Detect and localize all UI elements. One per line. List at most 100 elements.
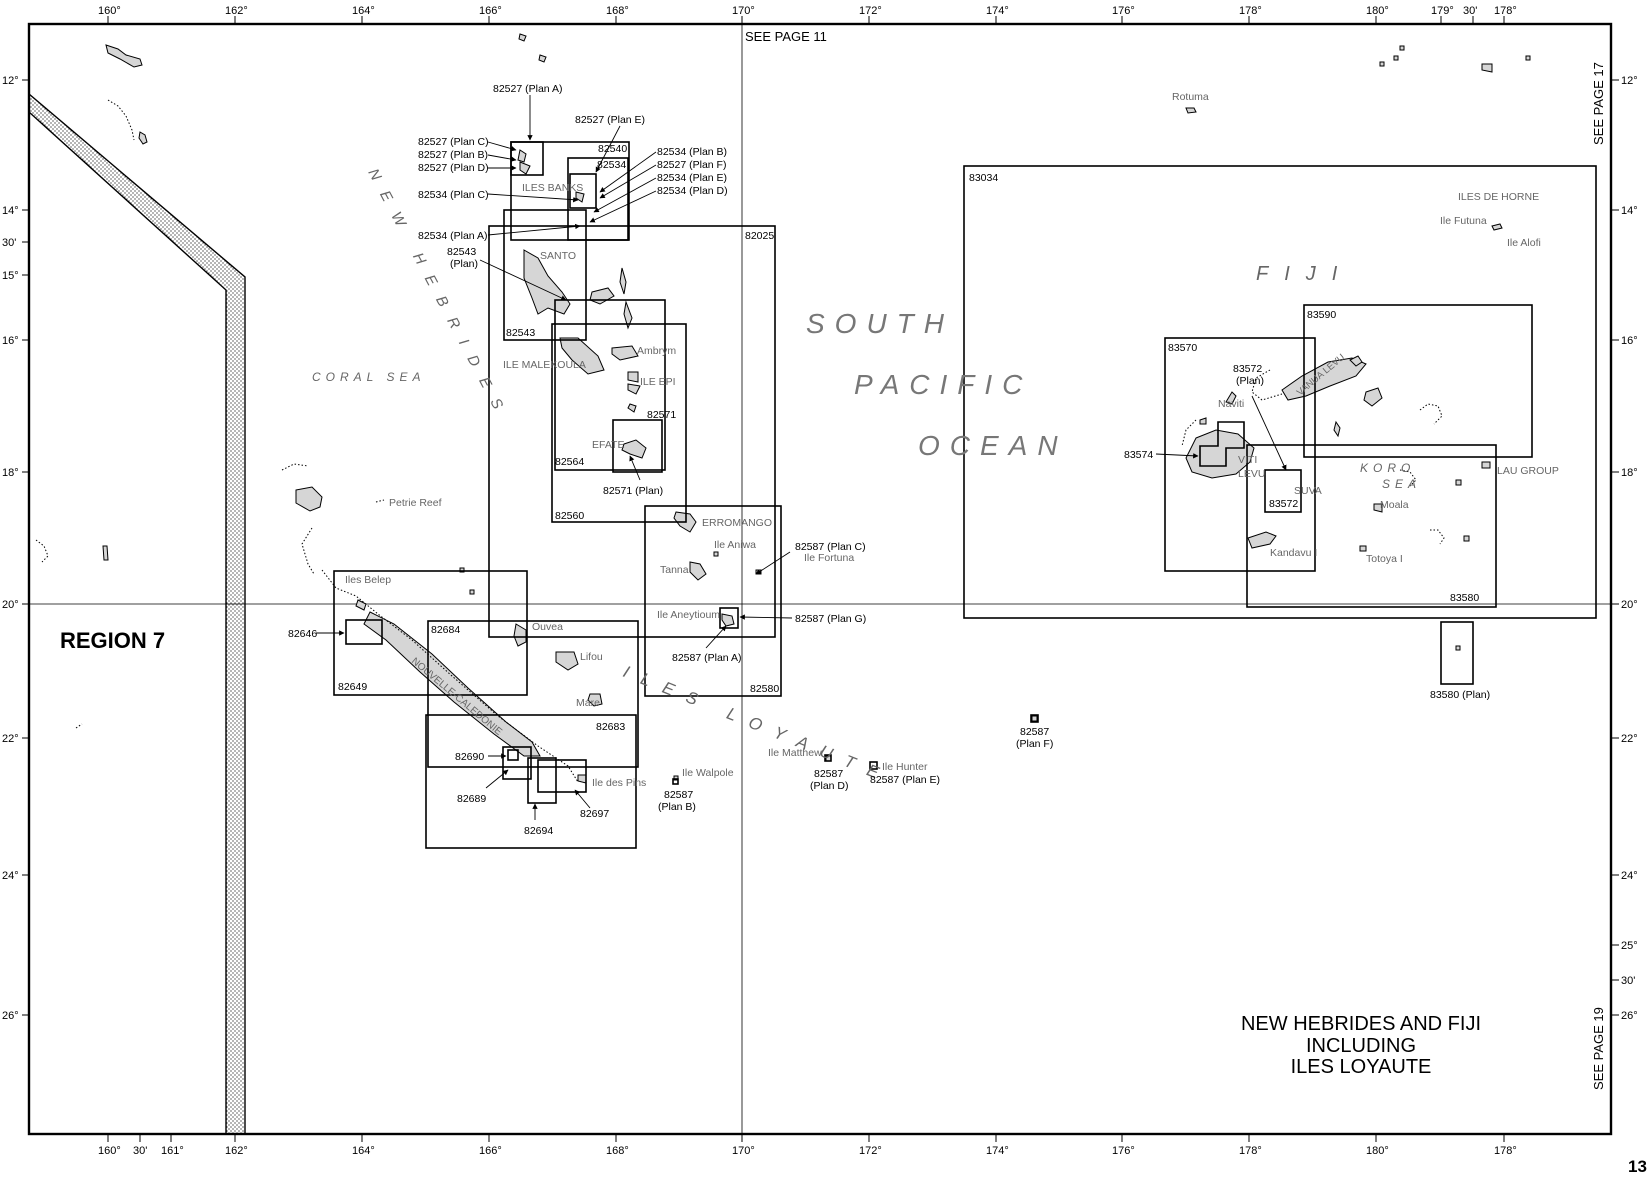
top-tick-9: 178° bbox=[1239, 5, 1262, 17]
place-mare: Mare bbox=[576, 697, 600, 709]
chart-label-82580[interactable]: 82580 bbox=[750, 683, 779, 695]
chart-box-82587-plan-e[interactable] bbox=[869, 761, 878, 770]
island-ne-1 bbox=[1481, 63, 1493, 73]
chart-label-82527-plan-e[interactable]: 82527 (Plan E) bbox=[575, 114, 645, 126]
chart-label-82560[interactable]: 82560 bbox=[555, 510, 584, 522]
chart-label-83590[interactable]: 83590 bbox=[1307, 309, 1336, 321]
reef-fiji-2 bbox=[1181, 419, 1197, 447]
chart-label-83572-plan-2[interactable]: (Plan) bbox=[1236, 375, 1264, 387]
chart-box-82587-plan-g[interactable] bbox=[719, 607, 739, 629]
chart-label-82646[interactable]: 82646 bbox=[288, 628, 317, 640]
chart-box-82580[interactable] bbox=[644, 505, 782, 697]
chart-label-82587-plan-d-2[interactable]: (Plan D) bbox=[810, 780, 849, 792]
chart-label-82587-plan-b-2[interactable]: (Plan B) bbox=[658, 801, 696, 813]
see-page-right-bottom[interactable]: SEE PAGE 19 bbox=[1591, 1007, 1606, 1090]
chart-box-83580-plan[interactable] bbox=[1440, 621, 1474, 685]
chart-label-83570[interactable]: 83570 bbox=[1168, 342, 1197, 354]
chart-box-82694[interactable] bbox=[527, 757, 557, 804]
chart-label-82543[interactable]: 82543 bbox=[506, 327, 535, 339]
chart-box-82690[interactable] bbox=[507, 749, 519, 761]
chart-label-83572-plan-1[interactable]: 83572 bbox=[1233, 363, 1262, 375]
chart-box-banks-outer[interactable] bbox=[510, 141, 630, 241]
chart-box-82560[interactable] bbox=[551, 323, 687, 523]
top-tick-13: 178° bbox=[1494, 5, 1517, 17]
place-ile-hunter: Ile Hunter bbox=[882, 761, 928, 773]
title-line-2: INCLUDING bbox=[1306, 1035, 1416, 1057]
chart-label-82025[interactable]: 82025 bbox=[745, 230, 774, 242]
top-tick-4: 168° bbox=[606, 5, 629, 17]
chart-box-82025[interactable] bbox=[488, 225, 776, 638]
chart-label-82534[interactable]: 82534 bbox=[597, 159, 626, 171]
chart-label-82527-plan-a[interactable]: 82527 (Plan A) bbox=[493, 83, 562, 95]
chart-label-82587-plan-g[interactable]: 82587 (Plan G) bbox=[795, 613, 866, 625]
island-ouvea bbox=[513, 623, 527, 647]
chart-label-82649[interactable]: 82649 bbox=[338, 681, 367, 693]
island-efate bbox=[621, 439, 647, 459]
chart-box-83034[interactable] bbox=[963, 165, 1597, 619]
chart-label-82527-plan-c[interactable]: 82527 (Plan C) bbox=[418, 136, 489, 148]
chart-label-82571-plan[interactable]: 82571 (Plan) bbox=[603, 485, 663, 497]
chart-label-83574[interactable]: 83574 bbox=[1124, 449, 1153, 461]
chart-box-82646[interactable] bbox=[345, 619, 383, 645]
chart-label-82587-plan-c[interactable]: 82587 (Plan C) bbox=[795, 541, 866, 553]
chart-label-82527-plan-d[interactable]: 82527 (Plan D) bbox=[418, 162, 489, 174]
top-tick-12: 30' bbox=[1463, 5, 1477, 17]
chart-label-82683[interactable]: 82683 bbox=[596, 721, 625, 733]
see-page-right-top[interactable]: SEE PAGE 17 bbox=[1591, 62, 1606, 145]
chart-box-82587-plan-f[interactable] bbox=[1030, 714, 1039, 723]
chart-label-82543-plan-1[interactable]: 82543 bbox=[447, 246, 476, 258]
islet-nc2 bbox=[469, 589, 475, 595]
chart-box-83590[interactable] bbox=[1303, 304, 1533, 458]
chart-label-82587-plan-f-2[interactable]: (Plan F) bbox=[1016, 738, 1053, 750]
see-page-top[interactable]: SEE PAGE 11 bbox=[745, 29, 827, 44]
chart-label-82587-plan-d-1[interactable]: 82587 bbox=[814, 768, 843, 780]
islet-fiji-3 bbox=[1333, 420, 1341, 438]
chart-label-83572[interactable]: 83572 bbox=[1269, 498, 1298, 510]
chart-label-82684[interactable]: 82684 bbox=[431, 624, 460, 636]
place-naviti: Naviti bbox=[1218, 398, 1244, 410]
chart-box-82587-plan-b[interactable] bbox=[672, 778, 679, 785]
chart-box-82689[interactable] bbox=[502, 746, 532, 780]
left-tick-6: 20° bbox=[2, 599, 19, 611]
chart-label-82527-plan-b[interactable]: 82527 (Plan B) bbox=[418, 149, 488, 161]
label-pacific: PACIFIC bbox=[854, 369, 1032, 400]
right-tick-6: 24° bbox=[1621, 870, 1638, 882]
chart-label-83580[interactable]: 83580 bbox=[1450, 592, 1479, 604]
chart-box-82697[interactable] bbox=[537, 759, 587, 793]
chart-label-82534-plan-a[interactable]: 82534 (Plan A) bbox=[418, 230, 487, 242]
chart-box-82534[interactable] bbox=[569, 173, 597, 209]
island-taveuni bbox=[1363, 387, 1383, 407]
chart-label-82571[interactable]: 82571 bbox=[647, 409, 676, 421]
chart-label-82527-plan-f[interactable]: 82527 (Plan F) bbox=[657, 159, 726, 171]
chart-label-82587-plan-b-1[interactable]: 82587 bbox=[664, 789, 693, 801]
chart-box-83580[interactable] bbox=[1246, 444, 1497, 608]
chart-label-82587-plan-f-1[interactable]: 82587 bbox=[1020, 726, 1049, 738]
chart-box-83574[interactable] bbox=[1199, 421, 1245, 467]
chart-box-82564[interactable] bbox=[554, 299, 666, 471]
chart-label-82564[interactable]: 82564 bbox=[555, 456, 584, 468]
chart-label-83034[interactable]: 83034 bbox=[969, 172, 998, 184]
chart-box-82571[interactable] bbox=[612, 419, 663, 473]
label-sea: SEA bbox=[1382, 477, 1421, 491]
chart-label-82694[interactable]: 82694 bbox=[524, 825, 553, 837]
chart-label-82689[interactable]: 82689 bbox=[457, 793, 486, 805]
chart-box-82543[interactable] bbox=[503, 209, 587, 341]
chart-label-82587-plan-e[interactable]: 82587 (Plan E) bbox=[870, 774, 940, 786]
chart-label-83580-plan[interactable]: 83580 (Plan) bbox=[1430, 689, 1490, 701]
chart-label-82540[interactable]: 82540 bbox=[598, 143, 627, 155]
chart-label-82534-plan-b[interactable]: 82534 (Plan B) bbox=[657, 146, 727, 158]
chart-label-82534-plan-e[interactable]: 82534 (Plan E) bbox=[657, 172, 727, 184]
chart-label-82534-plan-c[interactable]: 82534 (Plan C) bbox=[418, 189, 489, 201]
island-mare bbox=[587, 693, 603, 707]
chart-label-82534-plan-d[interactable]: 82534 (Plan D) bbox=[657, 185, 728, 197]
chart-label-82697[interactable]: 82697 bbox=[580, 808, 609, 820]
chart-label-82690[interactable]: 82690 bbox=[455, 751, 484, 763]
chart-label-82543-plan-2[interactable]: (Plan) bbox=[450, 258, 478, 270]
chart-box-82684-lower[interactable] bbox=[425, 714, 637, 849]
reef-lau-3 bbox=[1430, 529, 1445, 545]
chart-box-82587-plan-d[interactable] bbox=[824, 754, 832, 762]
island-epi bbox=[627, 383, 641, 395]
island-banks-1 bbox=[517, 149, 527, 163]
chart-box-82683[interactable] bbox=[427, 620, 639, 768]
chart-label-82587-plan-a[interactable]: 82587 (Plan A) bbox=[672, 652, 741, 664]
